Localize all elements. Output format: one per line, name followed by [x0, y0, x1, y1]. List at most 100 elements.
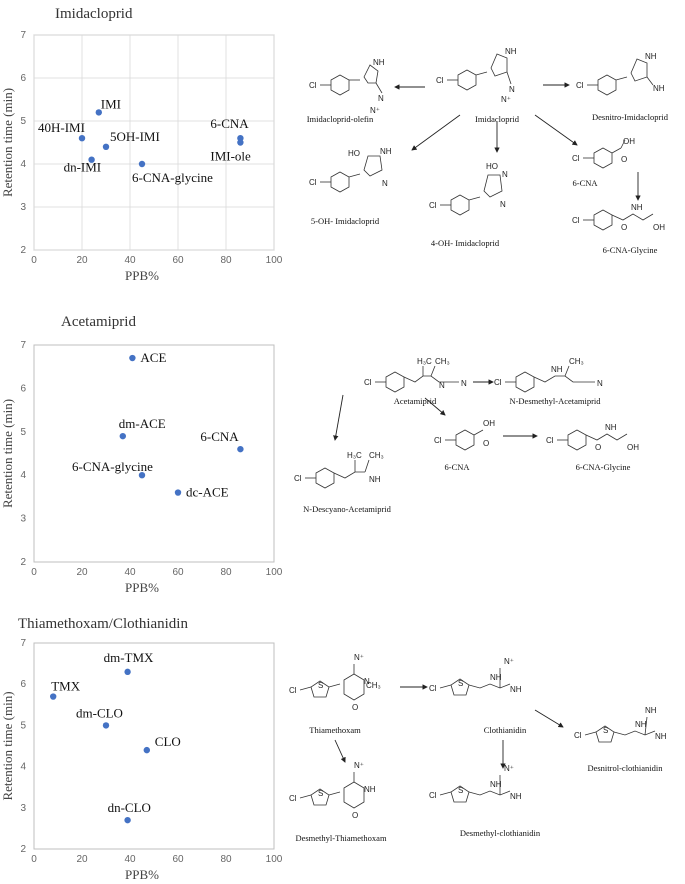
5-oh-imidacloprid-label: 5-OH- Imidacloprid: [311, 216, 380, 226]
svg-text:CH₃: CH₃: [369, 451, 384, 460]
thiamethoxam-structure: Cl S N⁺ N CH₃ O: [289, 653, 381, 712]
x-tick-label: 20: [76, 255, 88, 266]
4-oh-imidacloprid-label: 4-OH- Imidacloprid: [431, 238, 500, 248]
y-tick-label: 4: [20, 159, 26, 170]
svg-text:NH: NH: [551, 365, 563, 374]
svg-text:NH: NH: [631, 203, 643, 212]
data-point-imi: [95, 109, 103, 116]
svg-text:N: N: [378, 94, 384, 103]
data-label: 40H-IMI: [38, 120, 85, 135]
svg-text:Cl: Cl: [576, 81, 584, 90]
y-tick-label: 6: [20, 383, 26, 394]
y-tick-label: 3: [20, 202, 26, 213]
svg-text:NH: NH: [645, 52, 657, 61]
desmethyl-clothianidin-label: Desmethyl-clothianidin: [460, 828, 541, 838]
x-tick-label: 20: [76, 854, 88, 865]
clothianidin-label: Clothianidin: [484, 725, 527, 735]
svg-text:N: N: [461, 379, 467, 388]
data-label: dn-CLO: [108, 800, 151, 815]
data-label: 5OH-IMI: [110, 129, 160, 144]
desnitrol-clothianidin-label: Desnitrol-clothianidin: [587, 763, 663, 773]
data-label: ACE: [140, 350, 166, 365]
n-desmethyl-acetamiprid-structure: Cl NH CH₃ N: [494, 357, 603, 393]
imidacloprid-structure: Cl NH N N⁺: [436, 47, 517, 104]
svg-text:O: O: [621, 223, 627, 232]
svg-text:Cl: Cl: [309, 178, 317, 187]
chart-title-imidacloprid: Imidacloprid: [55, 6, 133, 22]
metabolic-pathway-schemes: Cl NH N N⁺ Imidacloprid-olefin Cl NH N N…: [289, 47, 669, 843]
chart-title-thiamethoxam: Thiamethoxam/Clothianidin: [18, 616, 188, 632]
data-point-ace: [129, 354, 136, 362]
clothianidin-structure: Cl S NH N⁺ NH: [429, 657, 522, 696]
n-descyano-acetamiprid-label: N-Descyano-Acetamiprid: [303, 504, 392, 514]
y-tick-label: 7: [20, 30, 26, 41]
x-tick-label: 0: [31, 567, 37, 578]
svg-text:N⁺: N⁺: [370, 106, 380, 115]
data-label: dm-ACE: [119, 416, 166, 431]
svg-text:N: N: [502, 170, 508, 179]
svg-text:O: O: [483, 439, 489, 448]
data-label: 6-CNA-glycine: [132, 170, 213, 185]
svg-text:NH: NH: [510, 792, 522, 801]
svg-text:O: O: [352, 811, 358, 820]
data-label: dm-TMX: [104, 650, 154, 665]
data-label: CLO: [155, 734, 181, 749]
svg-text:N: N: [382, 179, 388, 188]
x-tick-label: 80: [220, 854, 232, 865]
4-oh-imidacloprid-structure: Cl HO N N: [429, 162, 508, 216]
svg-text:N⁺: N⁺: [354, 761, 364, 770]
y-axis-title: Retention time (min): [0, 691, 15, 800]
svg-text:O: O: [595, 443, 601, 452]
svg-text:OH: OH: [623, 137, 635, 146]
desnitro-imidacloprid-structure: Cl NH NH: [576, 52, 665, 96]
x-tick-label: 60: [172, 854, 184, 865]
desmethyl-thiamethoxam-label: Desmethyl-Thiamethoxam: [295, 833, 387, 843]
acetamiprid-label: Acetamiprid: [394, 396, 437, 406]
data-point-dm-clo: [102, 722, 110, 729]
data-point-6-cna-glycine: [138, 160, 146, 168]
svg-text:Cl: Cl: [289, 686, 297, 695]
x-tick-label: 0: [31, 854, 37, 865]
desmethyl-clothianidin-structure: Cl S NH N⁺ NH: [429, 764, 522, 803]
svg-text:Cl: Cl: [494, 378, 502, 387]
data-point-dm-ace: [119, 432, 127, 440]
y-tick-label: 7: [20, 340, 26, 351]
desnitro-imidacloprid-label: Desnitro-Imidacloprid: [592, 112, 669, 122]
svg-text:N⁺: N⁺: [501, 95, 511, 104]
svg-text:Cl: Cl: [309, 81, 317, 90]
svg-text:NH: NH: [653, 84, 665, 93]
y-tick-label: 6: [20, 73, 26, 84]
6-cna-glycine-structure-imi: Cl NH O OH: [572, 203, 665, 232]
svg-text:N⁺: N⁺: [354, 653, 364, 662]
6-cna-structure-ace: Cl OH O: [434, 419, 495, 451]
plot-area: [33, 642, 275, 850]
svg-text:HO: HO: [486, 162, 498, 171]
data-point-tmx: [50, 693, 57, 700]
svg-text:OH: OH: [653, 223, 665, 232]
data-label: IMI: [101, 96, 121, 111]
x-tick-label: 0: [31, 255, 37, 266]
y-tick-label: 4: [20, 470, 26, 481]
svg-text:Cl: Cl: [546, 436, 554, 445]
svg-text:NH: NH: [490, 673, 502, 682]
y-axis-title: Retention time (min): [0, 399, 15, 508]
svg-text:NH: NH: [645, 706, 657, 715]
svg-text:H₃C: H₃C: [347, 451, 362, 460]
x-axis-title: PPB%: [125, 268, 159, 283]
svg-text:NH: NH: [655, 732, 667, 741]
chart-title-acetamiprid: Acetamiprid: [61, 314, 136, 330]
svg-text:Cl: Cl: [364, 378, 372, 387]
y-tick-label: 2: [20, 557, 26, 568]
svg-text:NH: NH: [605, 423, 617, 432]
5-oh-imidacloprid-structure: Cl HO NH N: [309, 147, 392, 193]
x-tick-label: 40: [124, 255, 136, 266]
data-label: TMX: [51, 679, 80, 694]
data-point-6-cna-glycine: [138, 472, 146, 479]
svg-text:OH: OH: [627, 443, 639, 452]
data-label: IMI-ole: [210, 149, 251, 164]
6-cna-glycine-label-ace: 6-CNA-Glycine: [576, 462, 631, 472]
svg-text:Cl: Cl: [294, 474, 302, 483]
svg-text:Cl: Cl: [429, 684, 437, 693]
svg-text:Cl: Cl: [574, 731, 582, 740]
data-label: dm-CLO: [76, 705, 123, 720]
